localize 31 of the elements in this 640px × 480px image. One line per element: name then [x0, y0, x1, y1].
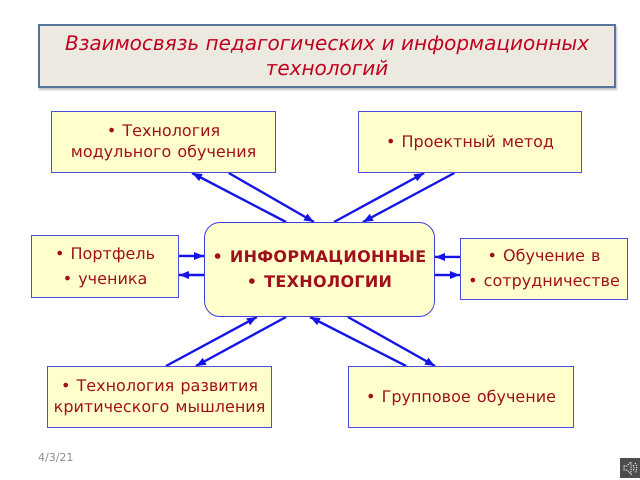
arrow: [179, 252, 204, 260]
bullet-point-text: • Технология развития критического мышления: [52, 376, 266, 418]
arrow: [165, 316, 258, 368]
bullet-point-text: • Технология модульного обучения: [70, 121, 258, 163]
bullet-point-text: • ученика: [62, 268, 148, 290]
title-text: Взаимосвязь педагогических и информационных технологий: [64, 31, 590, 81]
bullet-point-text: • Групповое обучение: [366, 386, 556, 408]
date-text: 4/3/21: [38, 451, 74, 464]
arrow: [195, 316, 287, 368]
topic-box: [460, 238, 628, 300]
bullet-point-text: • Обучение в: [488, 246, 600, 267]
arrow: [228, 172, 315, 224]
arrow: [347, 316, 436, 368]
bullet-point-text: • ТЕХНОЛОГИИ: [246, 272, 392, 292]
bullet-point-text: • Портфель: [55, 244, 155, 264]
topic-box: [358, 111, 582, 173]
topic-box: [31, 235, 179, 298]
arrow: [435, 252, 460, 261]
arrow: [192, 172, 287, 224]
topic-box: [47, 366, 272, 428]
central-rounded-box: [204, 222, 435, 317]
topic-box: [348, 366, 574, 428]
arrow: [435, 271, 460, 279]
bullet-point-text: • Проектный метод: [386, 132, 554, 152]
bullet-point-text: • ИНФОРМАЦИОННЫЕ: [212, 246, 426, 268]
arrow: [179, 271, 204, 279]
bullet-point-text: • сотрудничестве: [468, 271, 620, 292]
arrow: [362, 172, 455, 224]
arrow: [309, 316, 407, 368]
topic-box: [51, 111, 276, 173]
arrow: [333, 172, 425, 224]
